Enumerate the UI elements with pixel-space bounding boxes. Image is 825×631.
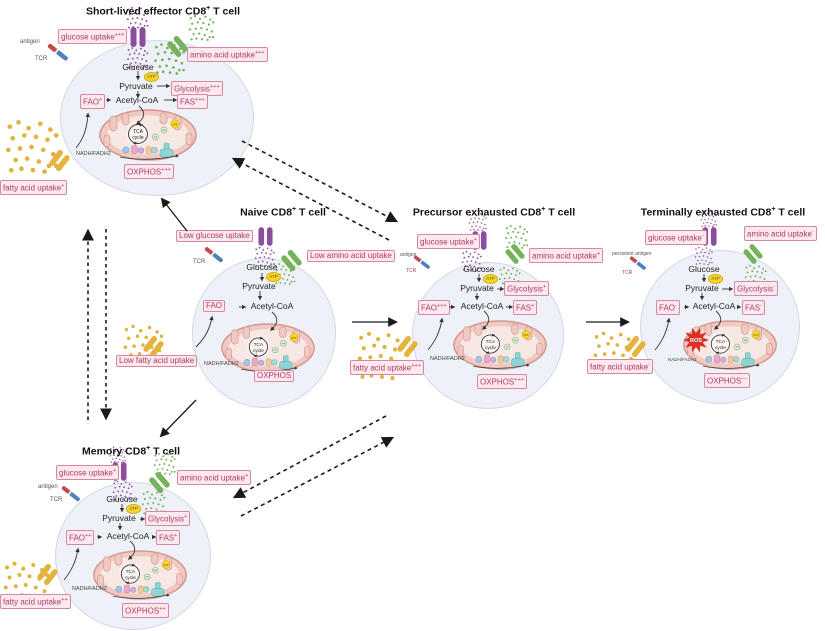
glycolysis-label: Glycolysis+ xyxy=(145,511,191,526)
arrow-dashed-precursor-to-memory xyxy=(232,415,387,499)
pyruvate-text: Pyruvate xyxy=(685,283,719,293)
page-title: Precursor exhausted CD8+ T cell xyxy=(412,206,576,219)
page-title: Terminally exhausted CD8+ T cell xyxy=(640,206,806,219)
antigen-label: antigen xyxy=(400,252,417,258)
fas-label: FAS+ xyxy=(513,300,538,315)
nadh-fadh2-label: NADH/FADH2 xyxy=(204,361,239,367)
acetyl-coa-text: Acetyl-CoA xyxy=(115,95,159,105)
nadh-fadh2-label: NADH/FADH2 xyxy=(72,586,107,592)
glycolysis-label: Glycolysis+ xyxy=(504,281,550,296)
tcr-label: TCR xyxy=(406,268,417,274)
arrow-dashed-memory-to-precursor xyxy=(240,436,395,517)
antigen-label: persistent antigen xyxy=(612,251,652,257)
acetyl-coa-text: Acetyl-CoA xyxy=(250,301,294,311)
glucose-uptake-label: glucose uptake- xyxy=(645,230,707,245)
tcr-label: TCR xyxy=(622,270,633,276)
oxphos-label: OXPHOS++ xyxy=(122,603,169,618)
pyruvate-text: Pyruvate xyxy=(242,281,276,291)
glycolysis-label: Glycolysis- xyxy=(734,281,778,296)
tcr-icon xyxy=(60,483,83,504)
glucose-text: Glucose xyxy=(688,264,720,274)
glucose-uptake-label: glucose uptake+ xyxy=(56,465,120,480)
acetyl-coa-text: Acetyl-CoA xyxy=(460,301,504,311)
tcr-label: TCR xyxy=(35,56,48,62)
fas-label: FAS+ xyxy=(156,530,181,545)
fas-label: FAS- xyxy=(742,300,765,315)
oxphos-label: OXPHOS--- xyxy=(704,373,750,388)
tcr-icon xyxy=(45,41,70,64)
mitochondrion xyxy=(452,320,548,370)
oxphos-label: OXPHOS xyxy=(254,370,295,382)
amino-acid-uptake-label: amino acid uptake+ xyxy=(529,248,604,263)
ros-burst-icon xyxy=(682,327,710,353)
page-title: Naive CD8+ T cell xyxy=(240,206,326,219)
glucose-molecules xyxy=(692,246,716,266)
atp-icon: ATP xyxy=(266,272,281,282)
fatty-acid-uptake-label: fatty acid uptake- xyxy=(587,359,654,374)
mitochondrion xyxy=(90,550,190,600)
fao-label: FAO+++ xyxy=(418,300,450,315)
fao-label: FAO++ xyxy=(66,530,95,545)
fas-label: FAS+++ xyxy=(177,94,208,109)
fao-label: FAO+ xyxy=(80,94,106,109)
glucose-transporter-icon xyxy=(130,26,146,48)
arrow-naive-to-effector xyxy=(160,197,188,232)
oxphos-label: OXPHOS+++ xyxy=(477,374,527,389)
oxphos-label: OXPHOS+++ xyxy=(124,164,174,179)
page-title: Short-lived effector CD8+ T cell xyxy=(85,5,241,18)
antigen-label: antigen xyxy=(38,484,58,490)
atp-icon: ATP xyxy=(483,274,498,284)
glucose-uptake-label: glucose uptake+ xyxy=(417,234,481,249)
glucose-text: Glucose xyxy=(122,62,154,72)
arrow-naive-to-memory xyxy=(159,399,197,438)
glucose-uptake-label: Low glucose uptake xyxy=(176,230,253,242)
fatty-acid-uptake-label: fatty acid uptake++ xyxy=(0,594,71,609)
atp-icon: ATP xyxy=(144,72,159,82)
amino-acid-uptake-label: amino acid uptake+++ xyxy=(187,47,268,62)
fatty-acid-uptake-label: Low fatty acid uptake xyxy=(116,355,198,367)
tcr-icon xyxy=(203,244,226,265)
fao-label: FAO xyxy=(203,300,226,312)
fao-label: FAO- xyxy=(656,300,680,315)
fatty-acid-uptake-label: fatty acid uptake+ xyxy=(0,180,68,195)
atp-icon: ATP xyxy=(708,274,723,284)
tcr-label: TCR xyxy=(50,497,63,503)
glucose-text: Glucose xyxy=(246,262,278,272)
antigen-label: antigen xyxy=(20,39,40,45)
pyruvate-text: Pyruvate xyxy=(119,81,153,91)
amino-acid-molecules xyxy=(183,14,221,42)
glucose-text: Glucose xyxy=(106,494,138,504)
nadh-fadh2-label: NADH/FADH2 xyxy=(76,151,111,157)
tcr-label: TCR xyxy=(193,259,206,265)
glucose-text: Glucose xyxy=(463,264,495,274)
glucose-transporter-icon xyxy=(258,226,273,247)
fatty-acid-uptake-label: fatty acid uptake+++ xyxy=(350,360,424,375)
mitochondrion xyxy=(98,108,198,162)
amino-acid-uptake-label: amino acid uptake+ xyxy=(177,470,252,485)
page-title: Memory CD8+ T cell xyxy=(81,445,181,458)
amino-acid-uptake-label: amino acid uptake- xyxy=(744,226,817,241)
nadh-fadh2-label: NADH/FADH2 xyxy=(430,356,465,362)
atp-icon: ATP xyxy=(126,504,141,514)
glucose-uptake-label: glucose uptake+++ xyxy=(58,29,128,44)
pyruvate-text: Pyruvate xyxy=(460,283,494,293)
amino-acid-uptake-label: Low amino acid uptake xyxy=(307,250,395,262)
nadh-fadh2-label: NADH/FADH2 xyxy=(668,357,697,362)
acetyl-coa-text: Acetyl-CoA xyxy=(106,531,150,541)
acetyl-coa-text: Acetyl-CoA xyxy=(692,301,736,311)
pyruvate-text: Pyruvate xyxy=(102,513,136,523)
